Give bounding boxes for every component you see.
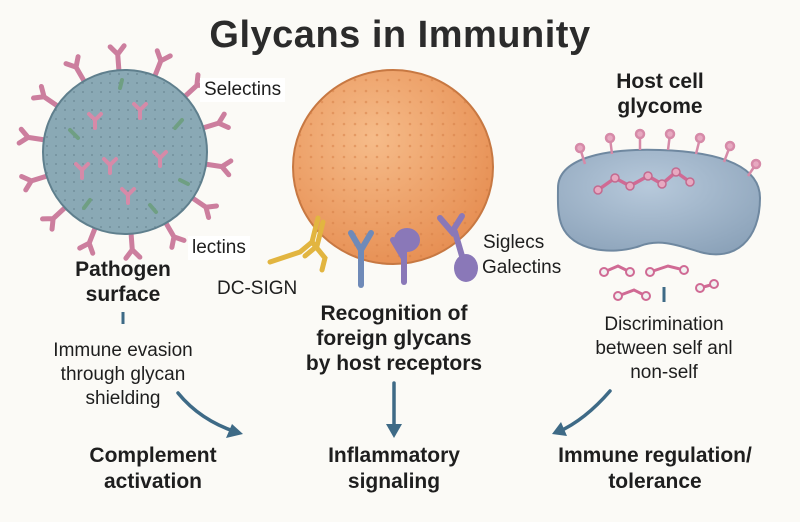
- left-note-2: through glycan: [60, 364, 186, 385]
- outcome-regulation-1: Immune regulation/: [558, 444, 752, 467]
- glycan-spike: [40, 202, 71, 232]
- arrowhead-center: [386, 424, 402, 438]
- surface-protein: [68, 128, 80, 140]
- outcome-inflammatory-1: Inflammatory: [328, 444, 460, 467]
- center-heading-1: Recognition of: [320, 302, 468, 325]
- host-glycome-heading-2: glycome: [617, 95, 703, 118]
- outcome-complement-2: activation: [103, 470, 203, 493]
- arrowhead-right: [552, 422, 567, 436]
- glycome-sugar: [694, 132, 706, 144]
- pathogen-heading-1: Pathogen: [75, 258, 171, 281]
- glycan-spike: [161, 217, 187, 250]
- center-heading-2: foreign glycans: [316, 327, 472, 350]
- diagram-title: Glycans in Immunity: [209, 14, 591, 56]
- glycome-sugar: [664, 128, 676, 140]
- surface-glycan: [152, 150, 168, 168]
- outcome-inflammatory-2: signaling: [347, 470, 441, 493]
- right-note-3: non-self: [630, 362, 698, 383]
- surface-protein: [173, 118, 184, 130]
- receptor-siglec: [437, 213, 478, 282]
- pathogen-particle: [16, 43, 234, 261]
- glycan-spike: [30, 83, 64, 111]
- surface-glycan: [132, 102, 148, 120]
- glycome-sugar: [604, 132, 616, 144]
- surface-protein: [178, 178, 190, 186]
- surface-glycan: [120, 187, 136, 205]
- left-note-3: shielding: [85, 388, 161, 409]
- left-note-1: Immune evasion: [53, 340, 193, 361]
- surface-glycan: [74, 162, 90, 180]
- glycome-sugar: [724, 140, 736, 152]
- receptor-blue-y: [348, 230, 374, 288]
- arrow-left: [176, 391, 238, 434]
- outcome-regulation-2: tolerance: [608, 470, 702, 493]
- free-glycans: [599, 264, 719, 301]
- glycome-sugar: [574, 142, 586, 154]
- host-immune-cell: [292, 69, 494, 265]
- surface-glycan: [102, 157, 118, 175]
- surface-protein: [148, 203, 158, 214]
- glycan-spike: [63, 54, 89, 87]
- receptor-dc-sign: [267, 215, 328, 273]
- label-dc-sign: DC-SIGN: [217, 278, 298, 299]
- host-glycome-heading-1: Host cell: [616, 70, 704, 93]
- center-heading-3: by host receptors: [305, 352, 483, 375]
- label-selectins: Selectins: [200, 78, 286, 102]
- right-note-2: between self anl: [595, 338, 733, 359]
- surface-protein: [82, 198, 92, 210]
- outcome-complement-1: Complement: [89, 444, 217, 467]
- label-siglecs: Siglecs: [483, 232, 545, 253]
- glycome-sugar: [750, 158, 762, 170]
- host-glycome-cell: [556, 128, 762, 256]
- pathogen-heading-2: surface: [85, 283, 161, 306]
- right-note-1: Discrimination: [604, 314, 724, 335]
- glycome-sugar: [634, 128, 646, 140]
- surface-glycan: [87, 112, 103, 130]
- receptor-purple-1: [390, 228, 420, 285]
- glycan-spike: [186, 193, 220, 221]
- arrowhead-left: [226, 424, 243, 438]
- label-lectins: lectins: [188, 236, 250, 260]
- surface-protein: [118, 78, 124, 90]
- label-galectins: Galectins: [482, 257, 562, 278]
- arrow-right: [556, 389, 612, 434]
